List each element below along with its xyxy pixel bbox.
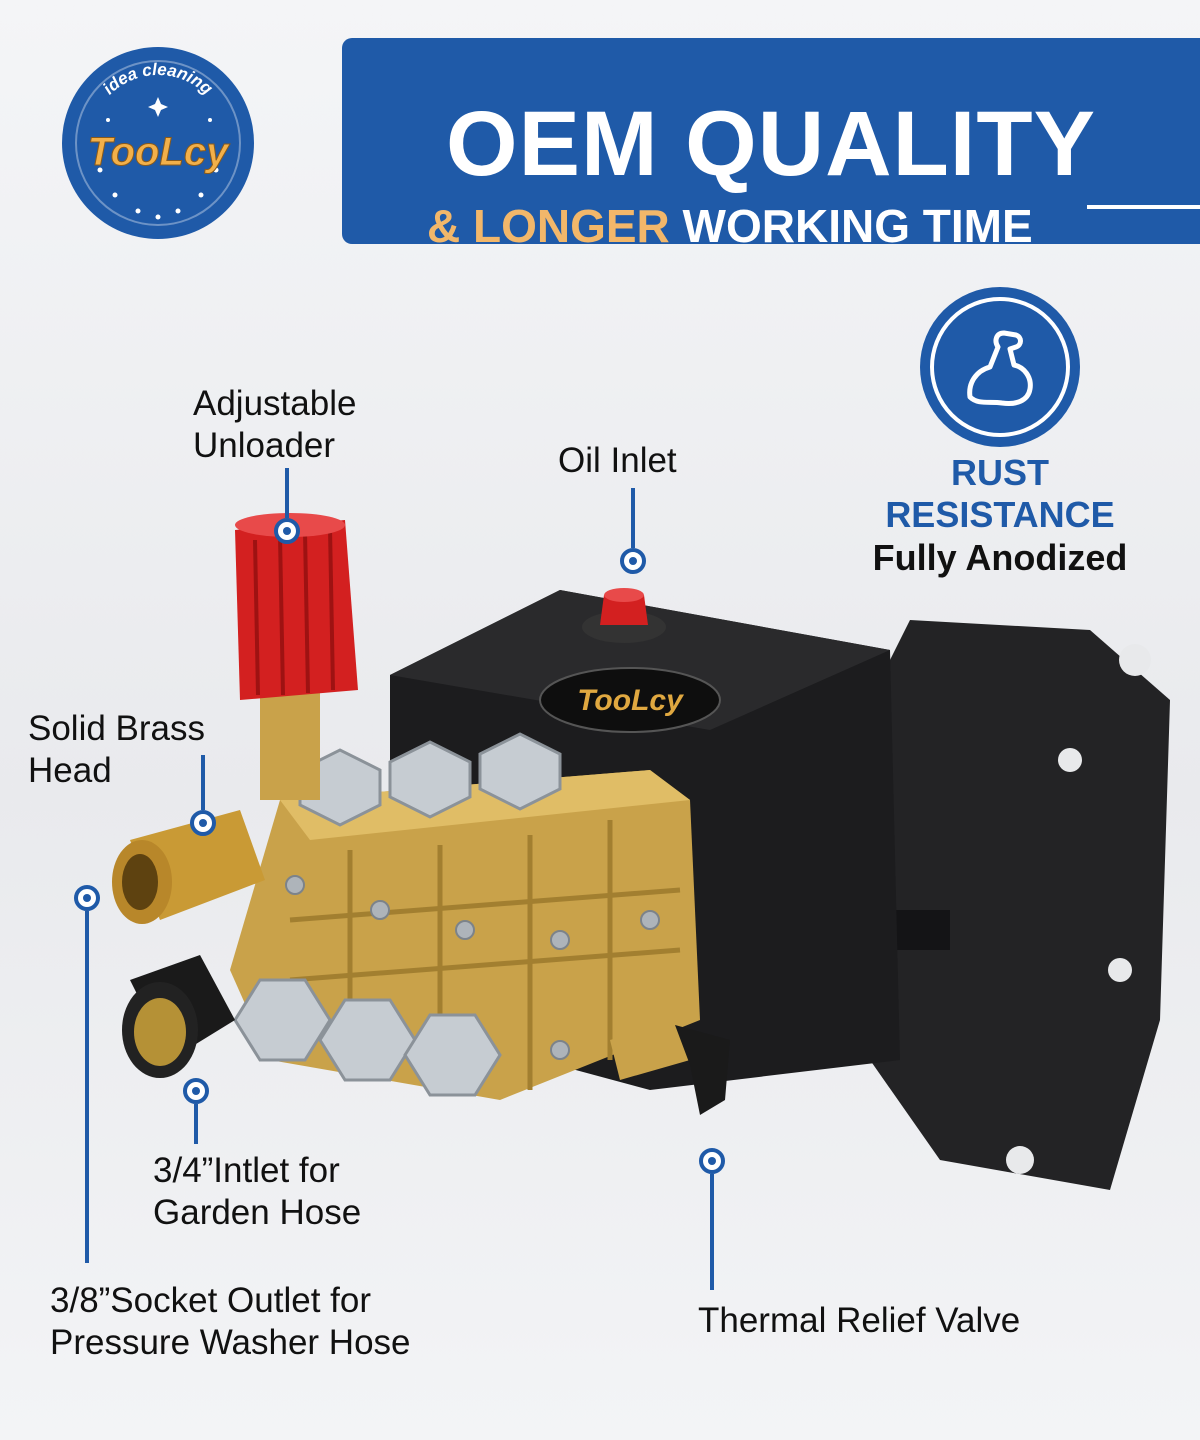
callout-dot-socket-outlet	[74, 885, 100, 911]
brass-head-line2: Head	[28, 751, 112, 790]
unloader-line2: Unloader	[193, 426, 336, 465]
rust-resistance-title: RUST RESISTANCE	[860, 452, 1140, 536]
banner-divider	[1087, 205, 1200, 209]
headline-banner: OEM QUALITY & LONGER WORKING TIME	[342, 38, 1200, 249]
banner-title: OEM QUALITY	[446, 93, 1096, 195]
pump-brand-plate: TooLcy	[577, 684, 684, 717]
brass-head-line1: Solid Brass	[28, 709, 206, 748]
callout-dot-unloader	[274, 518, 300, 544]
rust-title-line2: RESISTANCE	[885, 494, 1115, 535]
callout-dot-brass-head	[190, 810, 216, 836]
rust-title-line1: RUST	[951, 452, 1049, 493]
logo-brand-text: TooLcy	[88, 130, 230, 174]
label-thermal-relief-valve: Thermal Relief Valve	[698, 1301, 1021, 1340]
brand-logo: idea cleaning TooLcy	[62, 47, 254, 239]
leader-line-garden-inlet	[194, 1104, 198, 1144]
callout-dot-thermal-valve	[699, 1148, 725, 1174]
socket-outlet-line1: 3/8”Socket Outlet for	[50, 1281, 371, 1320]
label-solid-brass-head: Solid Brass Head	[28, 708, 205, 792]
banner-sub-highlight: LONGER	[473, 200, 670, 252]
garden-inlet-line2: Garden Hose	[153, 1193, 362, 1232]
leader-line-brass-head	[201, 755, 205, 810]
pressure-washer-pump: TooLcy	[112, 513, 1170, 1190]
label-adjustable-unloader: Adjustable Unloader	[193, 383, 356, 467]
socket-outlet-line2: Pressure Washer Hose	[50, 1323, 411, 1362]
callout-dot-garden-inlet	[183, 1078, 209, 1104]
banner-sub-prefix: &	[427, 200, 473, 252]
banner-sub-rest: WORKING TIME	[669, 200, 1033, 252]
flexed-arm-icon	[920, 287, 1080, 447]
label-socket-outlet: 3/8”Socket Outlet for Pressure Washer Ho…	[50, 1280, 411, 1364]
garden-inlet-line1: 3/4”Intlet for	[153, 1151, 340, 1190]
leader-line-unloader	[285, 468, 289, 518]
banner-subtitle: & LONGER WORKING TIME	[427, 203, 1033, 249]
label-garden-inlet: 3/4”Intlet for Garden Hose	[153, 1150, 361, 1234]
rust-caption: Fully Anodized	[872, 537, 1128, 578]
leader-line-thermal-valve	[710, 1174, 714, 1290]
leader-line-socket-outlet	[85, 911, 89, 1263]
callout-dot-oil-inlet	[620, 548, 646, 574]
leader-line-oil-inlet	[631, 488, 635, 548]
unloader-line1: Adjustable	[193, 384, 357, 423]
label-oil-inlet: Oil Inlet	[558, 441, 677, 480]
